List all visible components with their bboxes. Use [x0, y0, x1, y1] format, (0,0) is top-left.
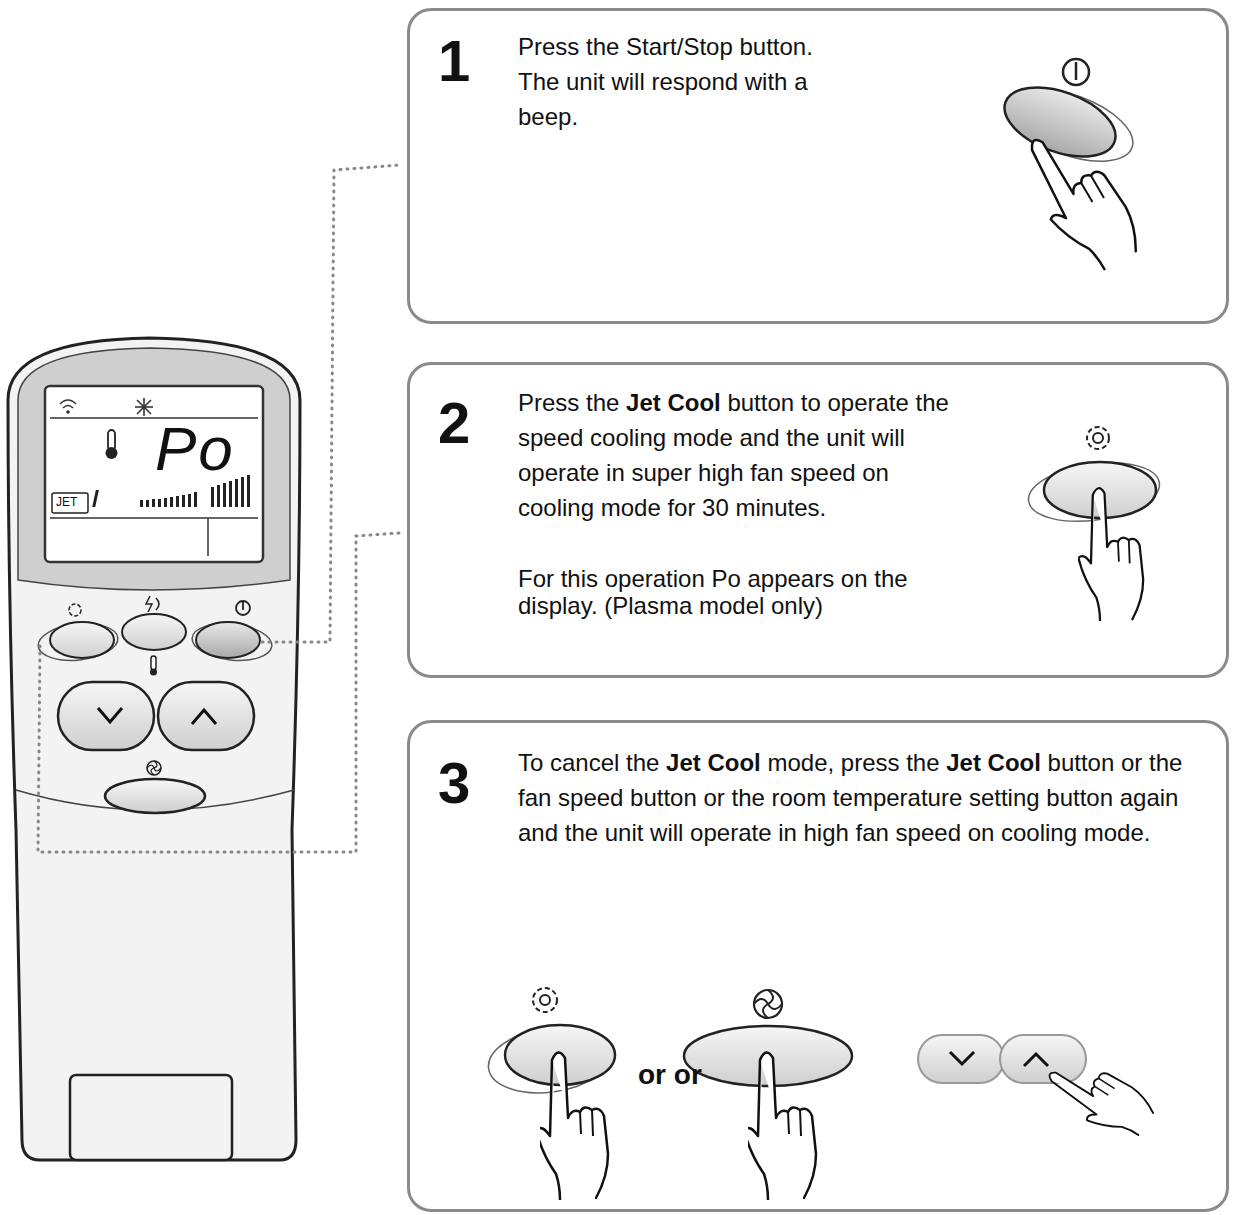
step-number: 1 [438, 29, 498, 93]
step-text: To cancel the Jet Cool mode, press the J… [518, 745, 1208, 850]
cancel-buttons [484, 988, 1159, 1200]
step-number: 3 [438, 751, 498, 815]
step-number: 2 [438, 391, 498, 455]
jet-cool-button [1025, 427, 1164, 621]
step-text: Press the Start/Stop button. The unit wi… [518, 29, 843, 134]
display-reading: Po [155, 418, 235, 480]
or-text: or or [638, 1058, 758, 1092]
note-text: For this operation Po appears on the dis… [518, 565, 958, 619]
leader-line [38, 165, 400, 852]
step-panel: 3 To cancel the Jet Cool mode, press the … [407, 720, 1229, 1212]
remote-control [8, 338, 300, 1160]
step-panel: 2 Press the Jet Cool button to operate th… [407, 362, 1229, 678]
jet-indicator: JET [56, 496, 77, 508]
start-stop-button [995, 59, 1147, 281]
step-panel: 1 Press the Start/Stop button. The unit w… [407, 8, 1229, 324]
step-text: Press the Jet Cool button to operate the… [518, 385, 958, 525]
